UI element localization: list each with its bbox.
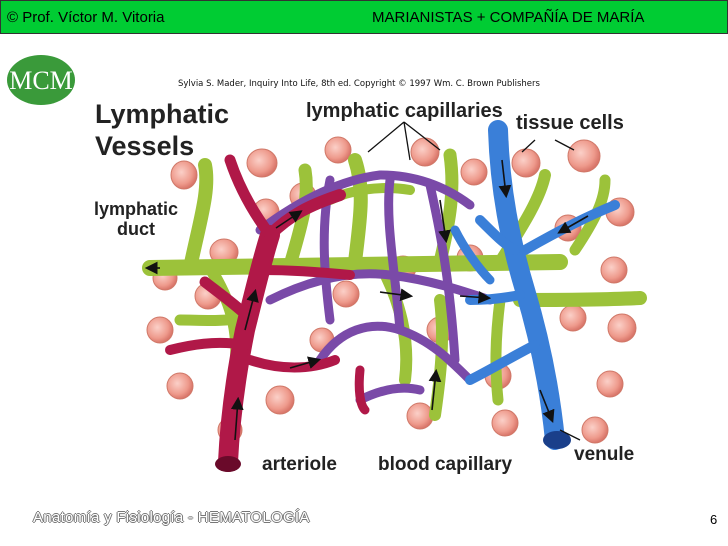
label-tissue-cells: tissue cells <box>516 112 624 134</box>
title-line-2: Vessels <box>95 131 195 161</box>
image-credit: Sylvia S. Mader, Inquiry Into Life, 8th … <box>178 79 540 89</box>
label-arteriole: arteriole <box>262 454 337 475</box>
logo-text: MCM <box>9 66 73 95</box>
label-venule: venule <box>574 444 635 465</box>
flow-arrows <box>144 159 589 441</box>
label-duct-line-1: lymphatic <box>94 199 179 219</box>
label-lymphatic-capillaries: lymphatic capillaries <box>306 100 503 122</box>
label-blood-capillary: blood capillary <box>378 454 513 475</box>
author-text: © Prof. Víctor M. Vitoria <box>7 9 165 26</box>
page-number: 6 <box>710 512 718 527</box>
venule-opening <box>543 431 571 449</box>
arteriole-opening <box>215 456 241 472</box>
blood-capillary-bed <box>255 170 495 405</box>
arteriole-vessel <box>165 154 370 472</box>
title-line-1: Lymphatic <box>95 99 230 129</box>
header-bar: © Prof. Víctor M. Vitoria MARIANISTAS + … <box>0 0 728 34</box>
label-leaders <box>367 121 581 441</box>
mcm-logo: MCM <box>7 55 75 105</box>
label-lymphatic-duct: lymphatic duct <box>94 199 178 239</box>
diagram-title: Lymphatic Vessels <box>95 98 229 162</box>
label-duct-line-2: duct <box>117 219 156 239</box>
course-footer: Anatomía y Fisiología - HEMATOLOGÍA <box>33 509 310 526</box>
organization-text: MARIANISTAS + COMPAÑÍA DE MARÍA <box>372 9 645 26</box>
